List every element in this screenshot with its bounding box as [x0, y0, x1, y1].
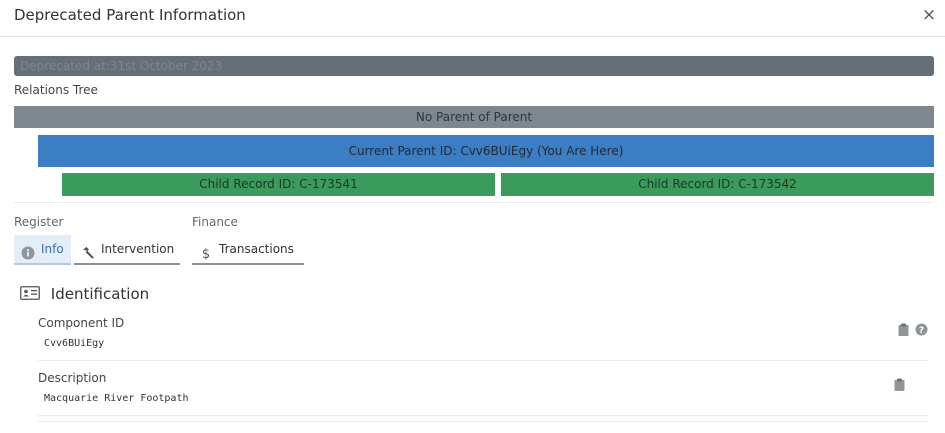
tab-intervention[interactable]: Intervention — [74, 235, 180, 265]
relations-tree-label: Relations Tree — [14, 83, 98, 97]
close-icon[interactable]: × — [921, 5, 937, 25]
hammer-icon — [81, 242, 95, 259]
field-label: Component ID — [38, 316, 125, 330]
tab-info[interactable]: Info — [14, 235, 71, 265]
tab-label: Info — [41, 242, 64, 256]
tab-group-label-finance: Finance — [192, 215, 238, 229]
tab-label: Transactions — [219, 242, 294, 256]
field-description: Description Macquarie River Footpath — [38, 369, 928, 416]
help-icon[interactable]: ? — [915, 321, 928, 340]
no-parent-node: No Parent of Parent — [14, 106, 934, 128]
field-value: Macquarie River Footpath — [44, 393, 189, 404]
divider — [14, 202, 934, 203]
tab-group-label-register: Register — [14, 215, 64, 229]
id-card-icon — [20, 285, 51, 303]
field-component-id: Component ID Cvv6BUiEgy ? — [38, 314, 928, 361]
clipboard-icon[interactable] — [894, 376, 905, 395]
field-actions: ? — [892, 320, 928, 340]
tab-label: Intervention — [101, 242, 175, 256]
deprecated-banner: Deprecated at:31st October 2023 — [14, 56, 934, 76]
divider — [38, 421, 928, 422]
svg-text:?: ? — [919, 326, 924, 336]
modal-header: Deprecated Parent Information × — [0, 0, 945, 37]
dollar-icon: $ — [199, 242, 213, 262]
info-icon — [21, 242, 35, 259]
section-title-text: Identification — [50, 285, 150, 303]
field-label: Description — [38, 371, 107, 385]
svg-text:$: $ — [202, 247, 210, 260]
field-actions — [888, 375, 905, 395]
tab-transactions[interactable]: $ Transactions — [192, 235, 304, 265]
section-title: Identification — [20, 284, 149, 304]
clipboard-icon[interactable] — [898, 321, 909, 340]
field-value: Cvv6BUiEgy — [44, 338, 105, 349]
child-record-node[interactable]: Child Record ID: C-173541 — [62, 173, 495, 196]
child-record-node[interactable]: Child Record ID: C-173542 — [501, 173, 934, 196]
modal-title: Deprecated Parent Information — [14, 6, 246, 24]
current-parent-node: Current Parent ID: Cvv6BUiEgy (You Are H… — [38, 135, 934, 167]
